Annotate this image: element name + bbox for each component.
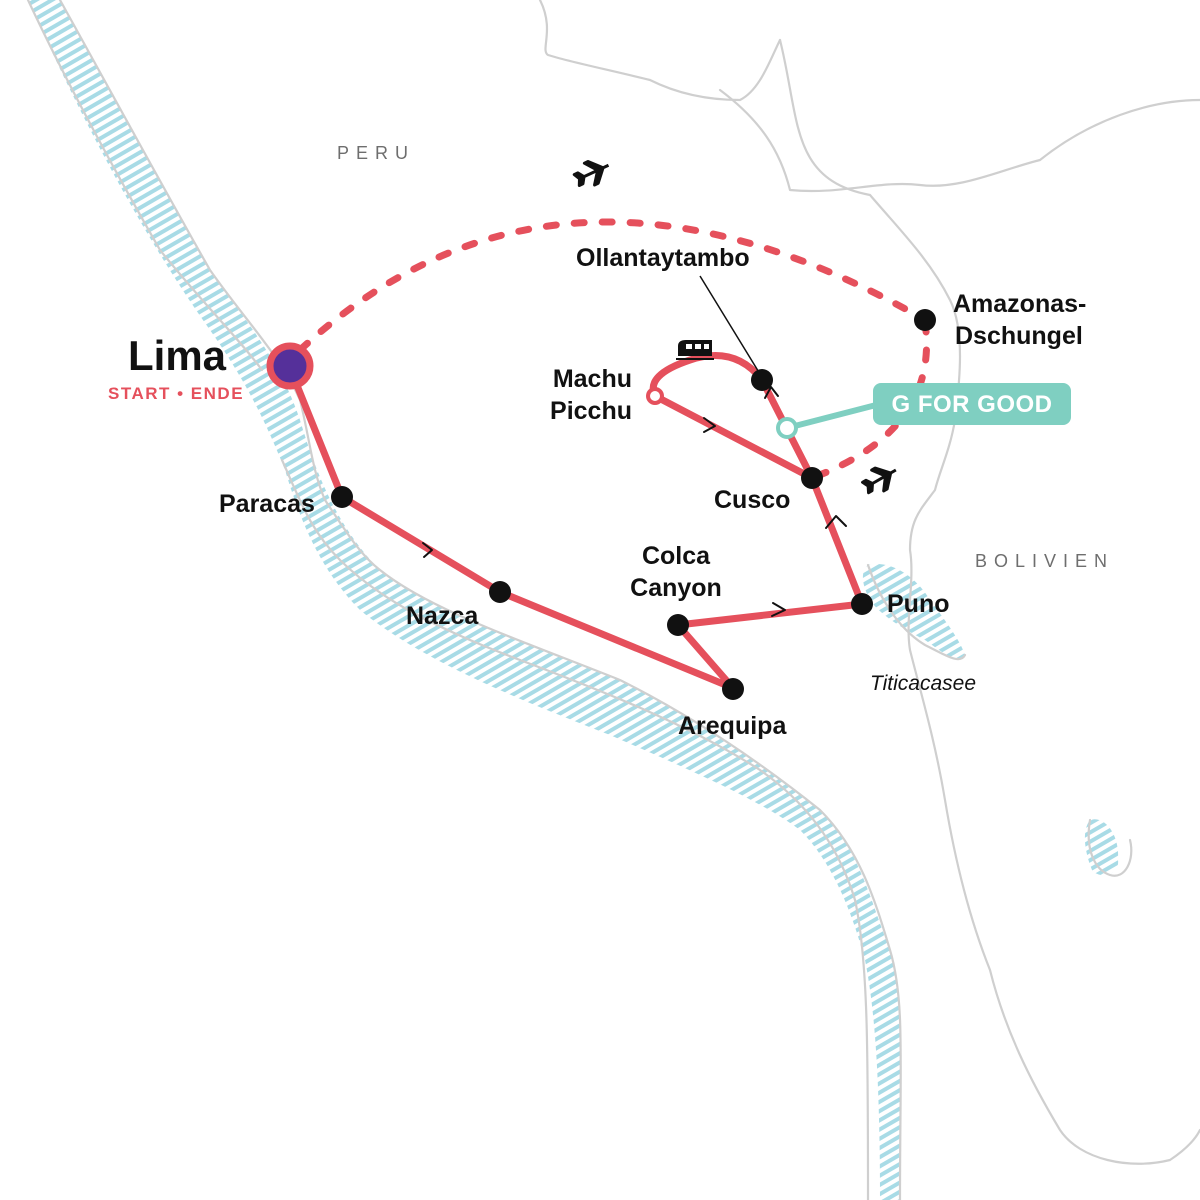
direction-arrows bbox=[422, 386, 847, 617]
start-label: Lima bbox=[128, 332, 227, 379]
country-label-bolivia: BOLIVIEN bbox=[975, 551, 1114, 571]
stop-marker-arequipa bbox=[722, 678, 744, 700]
label-arequipa: Arequipa bbox=[678, 712, 787, 740]
label-nazca: Nazca bbox=[406, 602, 479, 630]
stop-marker-amazon bbox=[914, 309, 936, 331]
lake-label: Titicacasee bbox=[870, 672, 976, 695]
label-colca-line2: Canyon bbox=[630, 574, 722, 602]
badge-origin-marker bbox=[776, 417, 798, 439]
label-puno: Puno bbox=[887, 590, 950, 618]
label-amazon-line2: Dschungel bbox=[955, 322, 1083, 350]
stop-marker-ollantaytambo bbox=[751, 369, 773, 391]
country-label-peru: PERU bbox=[337, 143, 415, 163]
start-marker-lima bbox=[266, 342, 314, 390]
stop-marker-puno bbox=[851, 593, 873, 615]
label-ollantaytambo: Ollantaytambo bbox=[576, 244, 750, 272]
airplane-icon bbox=[572, 160, 610, 187]
titicaca-lake bbox=[862, 564, 965, 659]
label-machu-line1: Machu bbox=[553, 365, 632, 393]
stop-markers bbox=[331, 309, 936, 700]
coastal-water bbox=[28, 0, 901, 1200]
small-lake bbox=[1084, 819, 1119, 876]
airplane-icon bbox=[861, 466, 897, 495]
stop-marker-paracas bbox=[331, 486, 353, 508]
badge-connector bbox=[784, 401, 883, 431]
flight-route-return bbox=[808, 318, 931, 482]
stop-marker-nazca bbox=[489, 581, 511, 603]
stop-marker-machu-picchu bbox=[646, 387, 664, 405]
train-icon bbox=[676, 340, 714, 360]
label-paracas: Paracas bbox=[219, 490, 315, 518]
ollantaytambo-leader bbox=[699, 275, 761, 375]
stop-marker-cusco bbox=[801, 467, 823, 489]
label-machu-line2: Picchu bbox=[550, 397, 632, 425]
flight-route-outbound bbox=[296, 218, 929, 354]
label-cusco: Cusco bbox=[714, 486, 790, 514]
label-colca-line1: Colca bbox=[642, 542, 711, 570]
g-for-good-label: G FOR GOOD bbox=[892, 391, 1053, 418]
label-amazon-line1: Amazonas- bbox=[953, 290, 1086, 318]
borders bbox=[26, 0, 1200, 1200]
stop-marker-colca bbox=[667, 614, 689, 636]
g-for-good-badge: G FOR GOOD bbox=[873, 383, 1071, 425]
start-sublabel: START • ENDE bbox=[108, 384, 244, 403]
